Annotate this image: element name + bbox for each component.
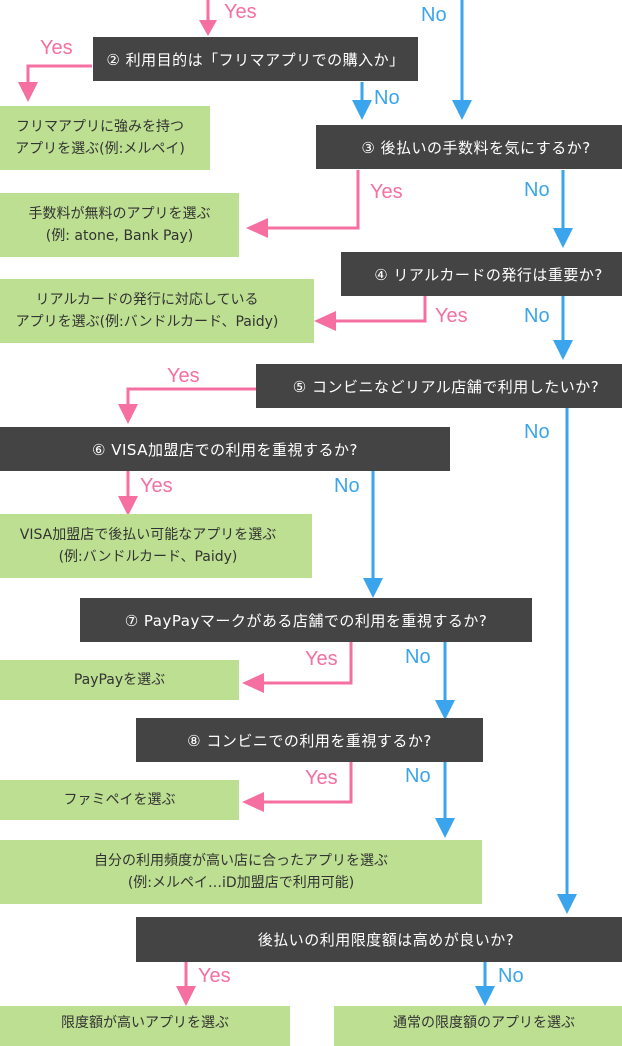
label-no: No [421, 4, 447, 26]
arrowhead [176, 986, 196, 1006]
label-no: No [524, 179, 550, 201]
arrowhead [435, 818, 455, 838]
answer-line: リアルカードの発行に対応している [35, 292, 259, 308]
answer-line: 自分の利用頻度が高い店に合ったアプリを選ぶ [94, 853, 388, 869]
question-q4: ④ リアルカードの発行は重要か? [341, 252, 622, 296]
arrow-yes-q3-fee [262, 170, 360, 230]
arrowhead [242, 792, 264, 812]
label-no: No [334, 475, 360, 497]
answer-real-card: リアルカードの発行に対応している アプリを選ぶ(例:バンドルカード、Paidy) [0, 279, 314, 343]
label-yes: Yes [167, 365, 200, 387]
question-q3: ③ 後払いの手数料を気にするか? [316, 125, 622, 169]
answer-line: アプリを選ぶ(例:バンドルカード、Paidy) [15, 314, 279, 330]
label-yes: Yes [198, 965, 231, 987]
answer-line: (例: atone, Bank Pay) [45, 228, 194, 244]
answer-flea-market: フリマアプリに強みを持つ アプリを選ぶ(例:メルペイ) [0, 106, 210, 170]
question-q5: ⑤ コンビニなどリアル店舗で利用したいか? [256, 364, 622, 408]
arrowhead [18, 82, 38, 102]
connector-arrows [18, 0, 577, 1006]
arrowhead [435, 700, 455, 720]
arrowhead [314, 311, 336, 331]
answer-visa: VISA加盟店で後払い可能なアプリを選ぶ (例:バンドルカード、Paidy) [0, 514, 312, 578]
arrowhead [553, 340, 573, 360]
arrow-yes-q4-card [330, 296, 427, 323]
arrowhead [242, 673, 264, 693]
arrowhead [475, 986, 495, 1006]
answer-line: VISA加盟店で後払い可能なアプリを選ぶ [19, 527, 277, 543]
answer-line: ファミペイを選ぶ [63, 792, 176, 808]
label-no: No [405, 765, 431, 787]
arrowhead [118, 404, 138, 424]
answer-normal-limit: 通常の限度額のアプリを選ぶ [334, 1006, 622, 1046]
arrowhead [452, 100, 472, 120]
arrowhead [557, 894, 577, 914]
label-no: No [524, 305, 550, 327]
label-no: No [524, 421, 550, 443]
answer-line: (例:バンドルカード、Paidy) [58, 549, 238, 565]
answer-line: フリマアプリに強みを持つ [16, 119, 184, 135]
arrowhead [363, 578, 383, 598]
label-no: No [405, 646, 431, 668]
label-yes: Yes [140, 475, 173, 497]
arrowhead [246, 218, 268, 238]
answer-paypay: PayPayを選ぶ [0, 660, 239, 700]
arrow-yes-q2-flea [26, 64, 92, 88]
question-q2: ② 利用目的は「フリマアプリでの購入か」 [93, 37, 418, 81]
question-q8: ⑧ コンビニでの利用を重視するか? [136, 718, 483, 762]
answer-line: PayPayを選ぶ [73, 672, 166, 688]
label-yes: Yes [305, 767, 338, 789]
arrowhead [199, 20, 217, 36]
answer-line: 手数料が無料のアプリを選ぶ [28, 206, 211, 222]
answer-high-limit: 限度額が高いアプリを選ぶ [0, 1006, 290, 1046]
label-no: No [374, 87, 400, 109]
label-yes: Yes [435, 305, 468, 327]
question-q9: 後払いの利用限度額は高めが良いか? [136, 917, 622, 962]
question-q7: ⑦ PayPayマークがある店舗での利用を重視するか? [80, 598, 532, 642]
arrow-yes-q5-q6 [126, 387, 256, 410]
answer-famipay: ファミペイを選ぶ [0, 780, 239, 820]
arrowhead [118, 496, 138, 516]
label-no: No [498, 965, 524, 987]
answer-line: アプリを選ぶ(例:メルペイ) [15, 141, 185, 157]
answer-line: (例:メルペイ…iD加盟店で利用可能) [127, 875, 355, 891]
answer-fee-free: 手数料が無料のアプリを選ぶ (例: atone, Bank Pay) [0, 193, 239, 257]
question-q6: ⑥ VISA加盟店での利用を重視するか? [0, 427, 450, 471]
label-yes: Yes [305, 648, 338, 670]
arrowhead [553, 228, 573, 248]
arrowhead [352, 100, 372, 120]
label-yes: Yes [370, 181, 403, 203]
answer-frequent-store: 自分の利用頻度が高い店に合ったアプリを選ぶ (例:メルペイ…iD加盟店で利用可能… [0, 840, 482, 904]
answer-line: 通常の限度額のアプリを選ぶ [393, 1015, 575, 1031]
label-yes: Yes [40, 37, 73, 59]
arrow-yes-q8-famipay [258, 762, 353, 804]
arrow-yes-q7-paypay [258, 642, 353, 685]
answer-line: 限度額が高いアプリを選ぶ [61, 1015, 229, 1031]
label-yes: Yes [224, 1, 257, 23]
